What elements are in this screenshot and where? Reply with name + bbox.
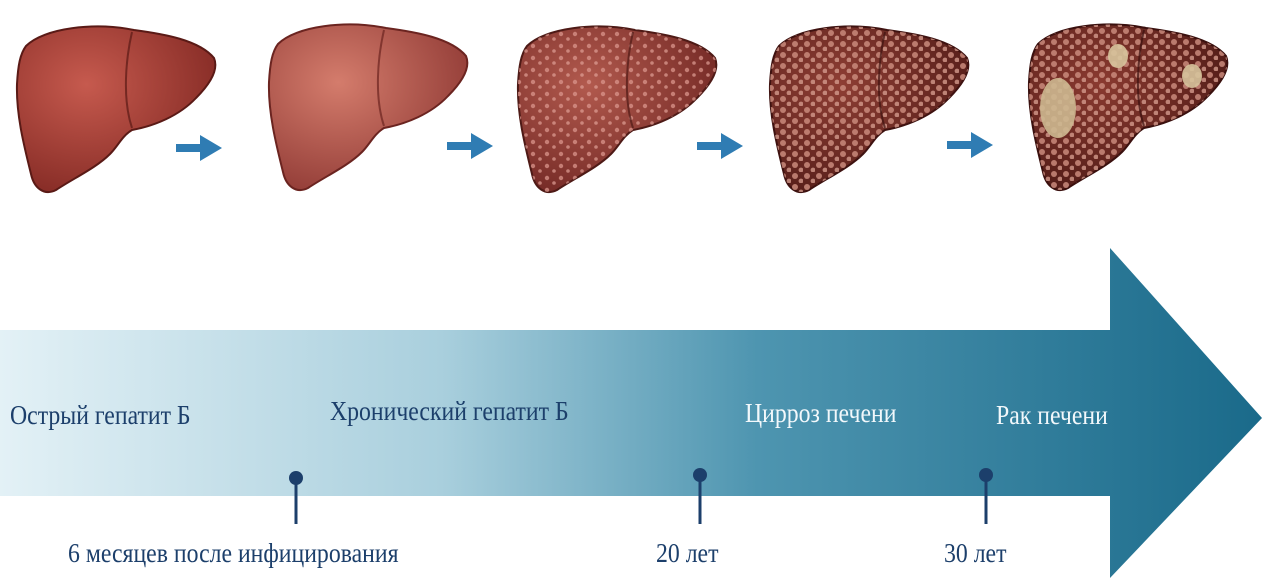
stage-label-cirrhosis: Цирроз печени (745, 400, 896, 427)
arrow-icon (176, 135, 222, 161)
milestone-pin (289, 471, 303, 524)
milestone-label-6-months: 6 месяцев после инфицирования (68, 540, 399, 567)
stage-label-cancer: Рак печени (996, 402, 1108, 429)
liver-fibrotic (518, 27, 716, 192)
stage-label-chronic: Хронический гепатит Б (330, 398, 569, 425)
liver-inflamed (269, 25, 467, 190)
arrow-icon (947, 132, 993, 158)
liver-cirrhotic (770, 27, 968, 192)
arrow-icon (447, 133, 493, 159)
milestone-label-20-years: 20 лет (656, 540, 718, 567)
stage-label-acute: Острый гепатит Б (10, 402, 191, 429)
liver-healthy (17, 27, 215, 192)
liver-cancerous (1029, 25, 1227, 190)
milestone-label-30-years: 30 лет (944, 540, 1006, 567)
arrow-icon (697, 133, 743, 159)
